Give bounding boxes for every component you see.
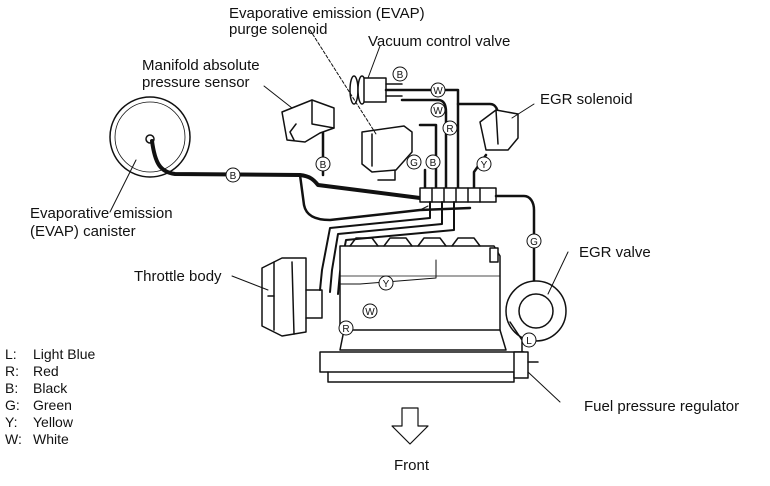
intake-manifold bbox=[319, 237, 525, 383]
marker-top-w2: W bbox=[430, 102, 446, 118]
legend-code: R: bbox=[5, 363, 19, 379]
legend-code: W: bbox=[5, 431, 22, 447]
legend-color: Light Blue bbox=[33, 346, 96, 362]
marker-mid-g: G bbox=[406, 154, 422, 170]
marker-top-b: B bbox=[392, 66, 408, 82]
evap-canister bbox=[109, 96, 191, 178]
intake-hose-2 bbox=[329, 201, 443, 293]
marker-egr-g: G bbox=[526, 233, 542, 249]
legend-code: G: bbox=[5, 397, 20, 413]
svg-text:B: B bbox=[320, 160, 327, 171]
marker-tb-w: W bbox=[362, 303, 378, 319]
marker-tb-y: Y bbox=[378, 275, 394, 291]
svg-text:R: R bbox=[446, 124, 453, 135]
svg-text:Y: Y bbox=[383, 279, 390, 290]
evap-canister-label-line1: Evaporative emission bbox=[30, 205, 173, 222]
color-legend: L: Light Blue R: Red B: Black G: Green Y: Yel… bbox=[5, 346, 95, 448]
throttle-body-label: Throttle body bbox=[134, 268, 222, 285]
legend-row: B: Black bbox=[5, 380, 95, 397]
evap-purge-solenoid-label-line2: purge solenoid bbox=[229, 21, 328, 38]
legend-code: Y: bbox=[5, 414, 18, 430]
legend-color: White bbox=[33, 431, 69, 447]
evap-purge-solenoid-label-line1: Evaporative emission (EVAP) bbox=[229, 5, 425, 22]
fuel-pressure-regulator-label: Fuel pressure regulator bbox=[584, 398, 740, 415]
legend-code: B: bbox=[5, 380, 19, 396]
marker-top-w1: W bbox=[430, 82, 446, 98]
solenoid-hose-1 bbox=[384, 88, 460, 192]
solenoid-hose-2 bbox=[400, 98, 448, 192]
legend-color: Red bbox=[33, 363, 59, 379]
evap-purge-solenoid bbox=[361, 125, 413, 181]
vacuum-manifold-block bbox=[419, 187, 497, 203]
svg-text:R: R bbox=[342, 324, 349, 335]
svg-text:W: W bbox=[433, 86, 443, 97]
marker-map-b: B bbox=[315, 156, 331, 172]
fuel-pressure-regulator-part bbox=[513, 351, 539, 379]
legend-color: Yellow bbox=[33, 414, 73, 430]
egr-valve-part bbox=[505, 280, 567, 353]
legend-code: L: bbox=[5, 346, 17, 362]
marker-tb-r: R bbox=[338, 320, 354, 336]
legend-row: R: Red bbox=[5, 363, 95, 380]
egr-solenoid-label: EGR solenoid bbox=[540, 91, 633, 108]
marker-mid-b: B bbox=[425, 154, 441, 170]
throttle-body-part bbox=[261, 257, 323, 337]
legend-row: W: White bbox=[5, 431, 95, 448]
evap-canister-label-line2: (EVAP) canister bbox=[30, 223, 136, 240]
front-arrow-icon bbox=[391, 407, 429, 445]
svg-text:G: G bbox=[530, 237, 538, 248]
egr-solenoid bbox=[479, 109, 519, 151]
svg-text:W: W bbox=[365, 307, 375, 318]
legend-row: L: Light Blue bbox=[5, 346, 95, 363]
legend-color: Green bbox=[33, 397, 72, 413]
svg-text:Y: Y bbox=[481, 160, 488, 171]
marker-canister-b: B bbox=[225, 167, 241, 183]
marker-top-r: R bbox=[442, 120, 458, 136]
svg-text:B: B bbox=[430, 158, 437, 169]
svg-text:B: B bbox=[397, 70, 404, 81]
legend-row: G: Green bbox=[5, 397, 95, 414]
legend-row: Y: Yellow bbox=[5, 414, 95, 431]
map-sensor-label-line1: Manifold absolute bbox=[142, 57, 260, 74]
map-sensor-label-line2: pressure sensor bbox=[142, 74, 250, 91]
legend-color: Black bbox=[33, 380, 68, 396]
marker-mid-y: Y bbox=[476, 156, 492, 172]
svg-text:G: G bbox=[410, 158, 418, 169]
intake-hose-1 bbox=[319, 201, 431, 291]
purge-hose bbox=[298, 173, 472, 222]
leader-lines bbox=[109, 29, 569, 403]
egr-valve-hose bbox=[494, 194, 536, 287]
svg-text:W: W bbox=[433, 106, 443, 117]
front-label: Front bbox=[394, 457, 430, 474]
marker-reg-l: L bbox=[521, 332, 537, 348]
egr-valve-label: EGR valve bbox=[579, 244, 651, 261]
map-sensor bbox=[281, 99, 335, 143]
svg-text:B: B bbox=[230, 171, 237, 182]
svg-text:L: L bbox=[526, 336, 532, 347]
vacuum-control-valve-label: Vacuum control valve bbox=[368, 33, 511, 50]
